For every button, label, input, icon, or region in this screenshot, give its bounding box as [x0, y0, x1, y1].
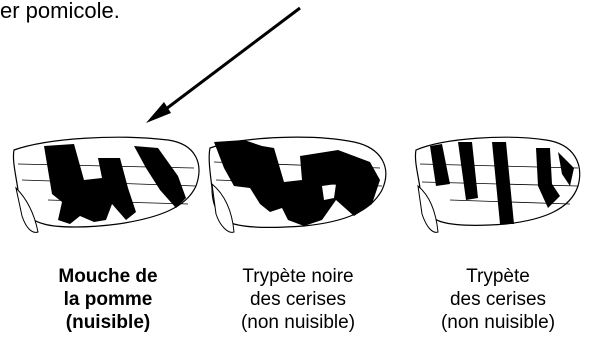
caption-cherry-fly: Trypète des cerises (non nuisible)	[423, 265, 573, 334]
caption-line: Mouche de	[33, 265, 183, 288]
caption-line: (nuisible)	[33, 311, 183, 334]
caption-black-cherry-fly: Trypète noire des cerises (non nuisible)	[223, 265, 373, 334]
caption-line: des cerises	[423, 288, 573, 311]
caption-line: Trypète	[423, 265, 573, 288]
cherry-fly-wing-icon	[410, 128, 588, 240]
caption-line: Trypète noire	[223, 265, 373, 288]
caption-line: (non nuisible)	[423, 311, 573, 334]
caption-line: la pomme	[33, 288, 183, 311]
caption-apple-fly: Mouche de la pomme (nuisible)	[33, 265, 183, 334]
apple-fly-wing-icon	[8, 128, 208, 240]
caption-line: (non nuisible)	[223, 311, 373, 334]
caption-line: des cerises	[223, 288, 373, 311]
black-cherry-fly-wing-icon	[204, 128, 394, 240]
